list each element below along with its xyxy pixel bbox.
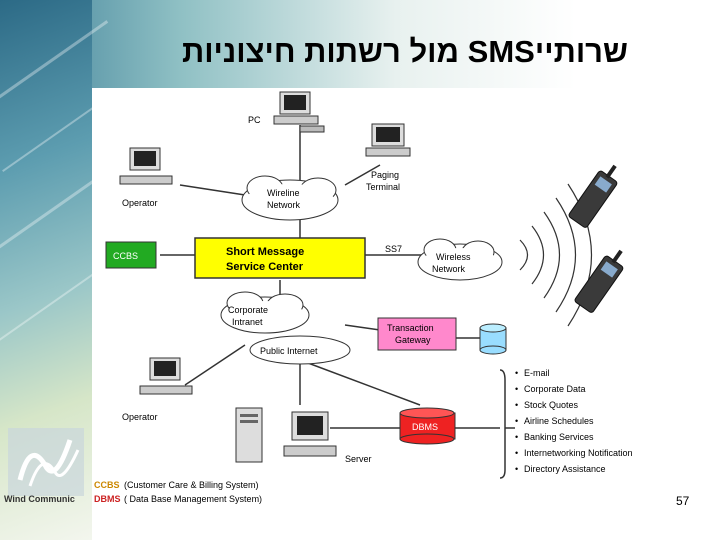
service-item: Directory Assistance xyxy=(524,464,606,474)
ccbs-box xyxy=(105,241,157,269)
pc-computer-icon xyxy=(273,91,325,133)
operator-top-label: Operator xyxy=(122,198,158,208)
connection-lines xyxy=(160,125,515,479)
logo-text: Wind Communic xyxy=(4,494,75,504)
top-decoration xyxy=(0,0,720,88)
operator-top-computer-icon xyxy=(119,147,173,185)
wireless-network-cloud xyxy=(417,238,503,281)
service-bullet: • xyxy=(515,448,518,458)
wireline-network-label-1: Wireline xyxy=(267,188,300,198)
paging-terminal-icon xyxy=(365,123,411,157)
service-item: Airline Schedules xyxy=(524,416,594,426)
slide-title: שרותייSMS מול רשתות חיצוניות xyxy=(181,34,628,69)
radio-waves-icon xyxy=(519,183,592,327)
ss7-label: SS7 xyxy=(385,244,402,254)
smsc-label-2: Service Center xyxy=(226,261,304,273)
smsc-box xyxy=(194,237,366,279)
service-bullet: • xyxy=(515,432,518,442)
paging-terminal-label-1: Paging xyxy=(371,170,399,180)
wind-logo xyxy=(0,420,92,500)
mobile-phone-bottom-icon xyxy=(574,249,624,313)
mobile-phone-top-icon xyxy=(568,164,618,228)
corporate-intranet-label-1: Corporate xyxy=(228,305,268,315)
paging-terminal-label-2: Terminal xyxy=(366,182,400,192)
service-item: E-mail xyxy=(524,368,550,378)
operator-bottom-label: Operator xyxy=(122,412,158,422)
legend-ccbs-abbr: CCBS xyxy=(94,480,120,490)
wireless-network-label-1: Wireless xyxy=(436,252,471,262)
transaction-gateway-box xyxy=(377,317,457,351)
service-item: Corporate Data xyxy=(524,384,586,394)
public-internet-label: Public Internet xyxy=(260,346,318,356)
service-item: Stock Quotes xyxy=(524,400,579,410)
dbms-label: DBMS xyxy=(412,422,438,432)
smsc-label-1: Short Message xyxy=(226,246,304,258)
service-bullet: • xyxy=(515,368,518,378)
service-item: Internetworking Notification xyxy=(524,448,633,458)
wireline-network-cloud xyxy=(241,175,339,221)
corporate-intranet-label-2: Intranet xyxy=(232,317,263,327)
transaction-gateway-label-1: Transaction xyxy=(387,323,434,333)
legend-dbms-abbr: DBMS xyxy=(94,494,121,504)
page-number: 57 xyxy=(676,494,690,508)
legend-dbms-text: ( Data Base Management System) xyxy=(124,494,262,504)
service-bullet: • xyxy=(515,384,518,394)
corporate-intranet-cloud xyxy=(220,291,310,334)
wireline-network-label-2: Network xyxy=(267,200,301,210)
ccbs-label: CCBS xyxy=(113,251,138,261)
transaction-gateway-label-2: Gateway xyxy=(395,335,431,345)
database-cylinder-icon xyxy=(479,323,507,355)
service-item: Banking Services xyxy=(524,432,594,442)
server-icon xyxy=(235,407,337,463)
service-bullet: • xyxy=(515,416,518,426)
service-bullet: • xyxy=(515,464,518,474)
server-label: Server xyxy=(345,454,372,464)
public-internet-cloud xyxy=(249,335,351,365)
dbms-cylinder xyxy=(399,407,456,445)
pc-label: PC xyxy=(248,115,261,125)
service-bullet: • xyxy=(515,400,518,410)
services-list: • E-mail • Corporate Data • Stock Quotes • Airl… xyxy=(515,368,633,474)
wireless-network-label-2: Network xyxy=(432,264,466,274)
operator-bottom-computer-icon xyxy=(139,357,193,395)
legend-ccbs-text: (Customer Care & Billing System) xyxy=(124,480,259,490)
